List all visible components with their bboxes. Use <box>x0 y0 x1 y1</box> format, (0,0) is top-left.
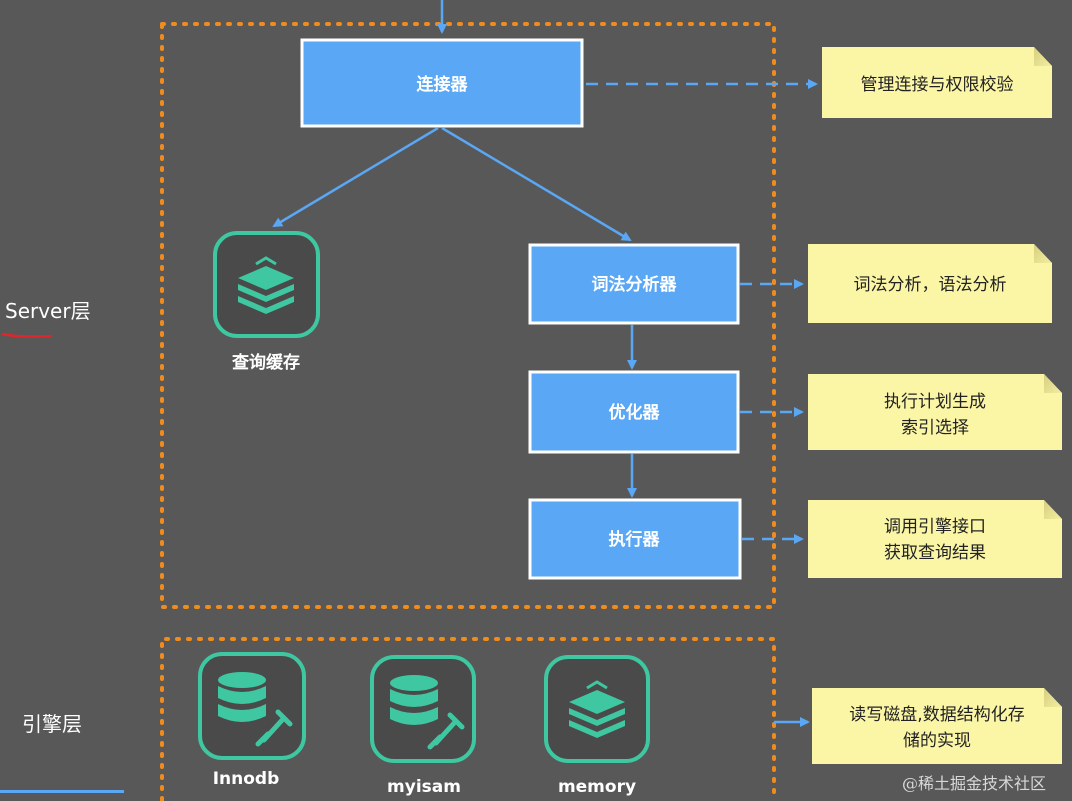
optimizer-node: 优化器 <box>528 370 740 454</box>
red-underline-mark <box>1 332 53 338</box>
server-layer-box <box>160 22 776 609</box>
engine-note-line-1: 读写磁盘,数据结构化存 <box>849 705 1024 725</box>
watermark: @稀土掘金技术社区 <box>902 774 1046 793</box>
executor-note: 调用引擎接口 获取查询结果 <box>808 500 1062 578</box>
parser-node: 词法分析器 <box>528 243 740 325</box>
optimizer-note-line-2: 索引选择 <box>901 418 969 438</box>
parser-note-line-1: 词法分析，语法分析 <box>854 275 1007 295</box>
memory-label: memory <box>558 777 636 797</box>
engine-layer-box <box>160 637 776 801</box>
myisam-database-icon <box>370 655 476 763</box>
executor-note-line-2: 获取查询结果 <box>884 543 986 563</box>
innodb-database-icon <box>198 652 306 760</box>
connector-label: 连接器 <box>417 74 469 95</box>
executor-note-line-1: 调用引擎接口 <box>884 517 986 537</box>
connector-note-line-1: 管理连接与权限校验 <box>861 75 1014 95</box>
engine-layer-label: 引擎层 <box>22 712 82 736</box>
memory-layers-icon <box>544 655 650 763</box>
parser-note: 词法分析，语法分析 <box>808 244 1052 323</box>
parser-label: 词法分析器 <box>592 274 678 295</box>
engine-note-line-2: 储的实现 <box>903 731 971 751</box>
engine-note: 读写磁盘,数据结构化存 储的实现 <box>812 688 1062 764</box>
executor-node: 执行器 <box>528 498 742 580</box>
query-cache-icon <box>213 231 320 338</box>
arrow-connector-to-parser <box>441 126 632 242</box>
myisam-label: myisam <box>387 777 461 797</box>
optimizer-note: 执行计划生成 索引选择 <box>808 374 1062 450</box>
connector-note: 管理连接与权限校验 <box>822 47 1052 118</box>
arrow-connector-to-cache <box>272 126 439 228</box>
bottom-scroll-bar <box>0 790 124 793</box>
query-cache-label: 查询缓存 <box>231 352 300 373</box>
innodb-label: Innodb <box>213 769 280 789</box>
server-layer-label: Server层 <box>5 299 91 323</box>
optimizer-note-line-1: 执行计划生成 <box>884 392 986 412</box>
connector-node: 连接器 <box>300 38 584 128</box>
executor-label: 执行器 <box>609 529 661 550</box>
optimizer-label: 优化器 <box>609 402 661 423</box>
